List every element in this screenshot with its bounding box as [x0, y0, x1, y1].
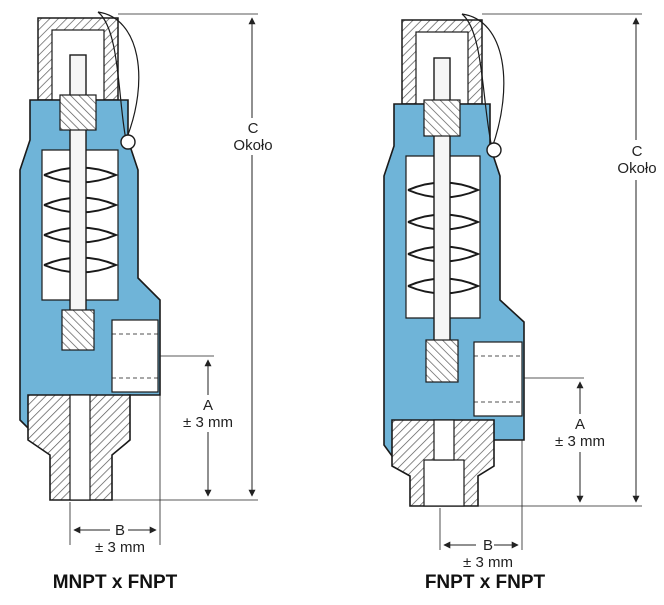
right-dim-c-label: C Około: [610, 143, 664, 177]
right-dim-c-sub: Około: [617, 160, 657, 177]
left-spring: [43, 166, 119, 274]
left-dim-c-sub: Około: [233, 137, 273, 154]
right-dim-b-name: B: [482, 537, 493, 554]
right-dim-a-name: A: [574, 416, 585, 433]
right-valve-title: FNPT x FNPT: [424, 572, 546, 593]
left-dim-b-label: B ± 3 mm: [80, 522, 160, 556]
right-dim-c-name: C: [631, 143, 643, 160]
right-dim-a-tol: ± 3 mm: [555, 433, 605, 450]
right-valve-drawing: [383, 13, 642, 550]
left-valve-drawing: [19, 11, 258, 545]
left-dim-b-name: B: [114, 522, 125, 539]
left-dim-a-tol: ± 3 mm: [183, 414, 233, 431]
right-spring: [407, 181, 481, 295]
left-valve-title: MNPT x FNPT: [52, 572, 178, 593]
left-dim-a-name: A: [202, 397, 213, 414]
left-dim-c-label: C Około: [226, 120, 280, 154]
right-dim-b-label: B ± 3 mm: [448, 537, 528, 571]
right-dim-b-tol: ± 3 mm: [463, 554, 513, 571]
left-dim-a-label: A ± 3 mm: [168, 397, 248, 431]
right-dim-a-label: A ± 3 mm: [540, 416, 620, 450]
left-dim-b-tol: ± 3 mm: [95, 539, 145, 556]
left-dim-c-name: C: [247, 120, 259, 137]
